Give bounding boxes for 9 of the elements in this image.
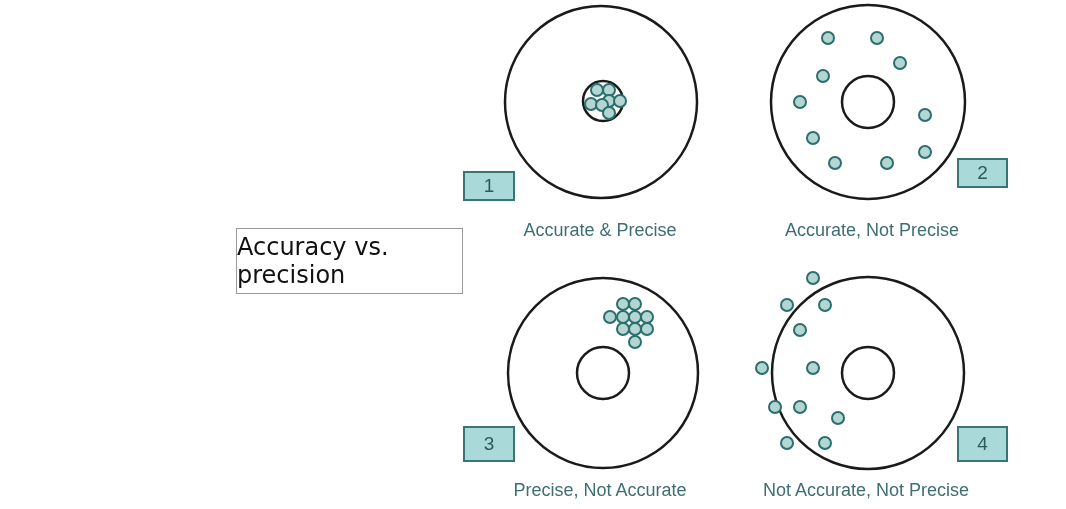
title-box: Accuracy vs. precision: [236, 228, 463, 294]
callout-number: 3: [463, 426, 515, 462]
callout-number: 2: [957, 158, 1008, 188]
caption-text: Not Accurate, Not Precise: [762, 480, 970, 501]
caption-text: Precise, Not Accurate: [513, 480, 687, 501]
caption-text: Accurate, Not Precise: [784, 220, 960, 241]
callout-number: 1: [463, 171, 515, 201]
caption-text: Accurate & Precise: [523, 220, 677, 241]
callout-number: 4: [957, 426, 1008, 462]
